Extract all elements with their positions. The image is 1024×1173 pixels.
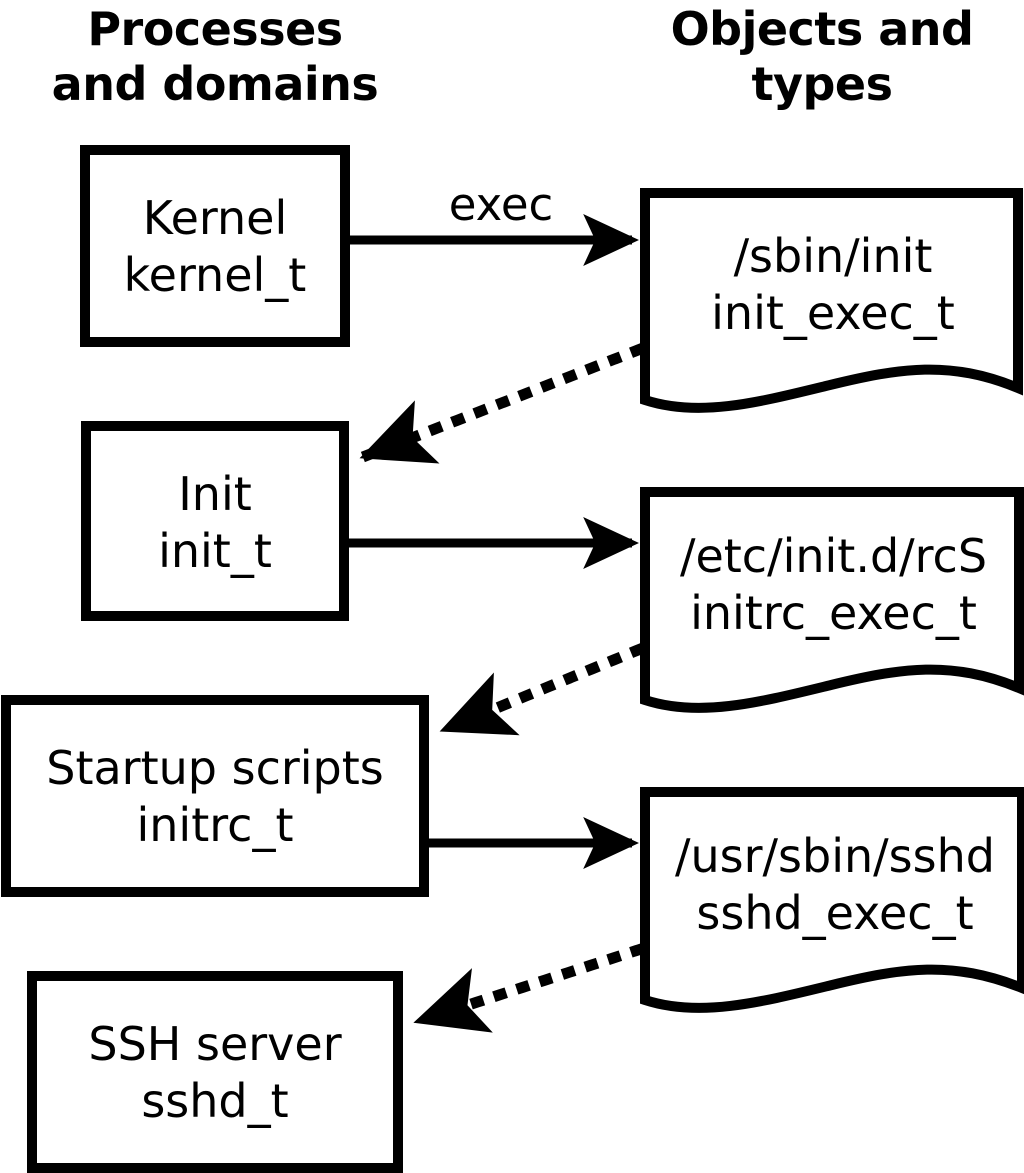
column-heading-objects: Objects and types bbox=[670, 2, 974, 111]
edge-label-exec: exec bbox=[448, 178, 554, 231]
edge-initrc-exec-to-initrc bbox=[439, 642, 646, 736]
process-box-kernel[interactable] bbox=[80, 145, 350, 347]
edge-sshd-exec-to-sshd bbox=[413, 943, 645, 1033]
edge-init-exec-to-init bbox=[359, 342, 646, 464]
process-box-initrc[interactable] bbox=[1, 695, 429, 897]
object-doc-sshd-exec[interactable] bbox=[640, 787, 1024, 1013]
column-heading-processes: Processes and domains bbox=[51, 2, 379, 111]
object-doc-initrc-exec[interactable] bbox=[640, 487, 1024, 713]
process-box-init[interactable] bbox=[81, 421, 349, 621]
process-box-sshd[interactable] bbox=[27, 971, 403, 1173]
object-doc-init-exec[interactable] bbox=[640, 188, 1023, 413]
